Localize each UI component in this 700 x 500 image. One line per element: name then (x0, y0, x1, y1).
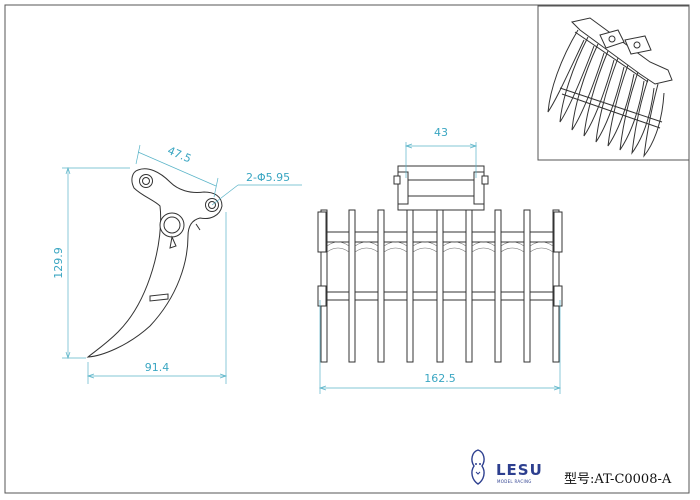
model-number: 型号:AT-C0008-A (564, 472, 672, 487)
end-plate-right (553, 211, 563, 253)
tine-gusset (383, 241, 408, 247)
rake-tine (436, 209, 444, 363)
isometric-view-frame (537, 5, 690, 161)
rake-tine (348, 209, 356, 363)
tine-gusset (442, 241, 467, 247)
tine-gusset (412, 241, 438, 247)
isometric-view (537, 5, 690, 161)
brand-logo-text: LESU (496, 461, 543, 479)
mount-plate-right (473, 171, 485, 205)
rake-tine (377, 209, 385, 363)
title-block: LESU MODEL RACING 型号:AT-C0008-A (471, 449, 672, 487)
dim-mount-width: 43 (434, 126, 448, 139)
rake-tine (406, 209, 414, 363)
mount-plate-left (397, 171, 409, 205)
rake-tine (523, 209, 531, 363)
drawing-frame (4, 4, 690, 494)
dim-tooth-height: 129.9 (52, 247, 65, 279)
rake-front-view (317, 165, 563, 363)
mount-bracket (397, 165, 485, 211)
rake-tine (465, 209, 473, 363)
mount-hole-right (205, 198, 219, 212)
tooth-side-view (86, 168, 223, 358)
tine-gusset (500, 241, 525, 247)
dim-tooth-width: 91.4 (145, 361, 170, 374)
rake-tine (494, 209, 502, 363)
end-plate-left (317, 211, 327, 253)
mount-hole-left (139, 174, 153, 188)
tine-gusset (471, 241, 496, 247)
dim-rake-width: 162.5 (424, 372, 456, 385)
dim-hole-spacing: 47.5 (166, 144, 194, 166)
tine-gusset (529, 241, 554, 247)
rake-dimensions: 43 162.5 (318, 126, 562, 394)
isometric-rake-sketch (547, 17, 673, 158)
tooth-outline (86, 168, 223, 358)
brand-subtitle: MODEL RACING (497, 479, 532, 484)
dim-hole-callout: 2-Φ5.95 (246, 171, 290, 184)
tine-gusset (326, 241, 350, 247)
lion-logo-icon (471, 449, 485, 485)
tine-gusset (354, 241, 379, 247)
